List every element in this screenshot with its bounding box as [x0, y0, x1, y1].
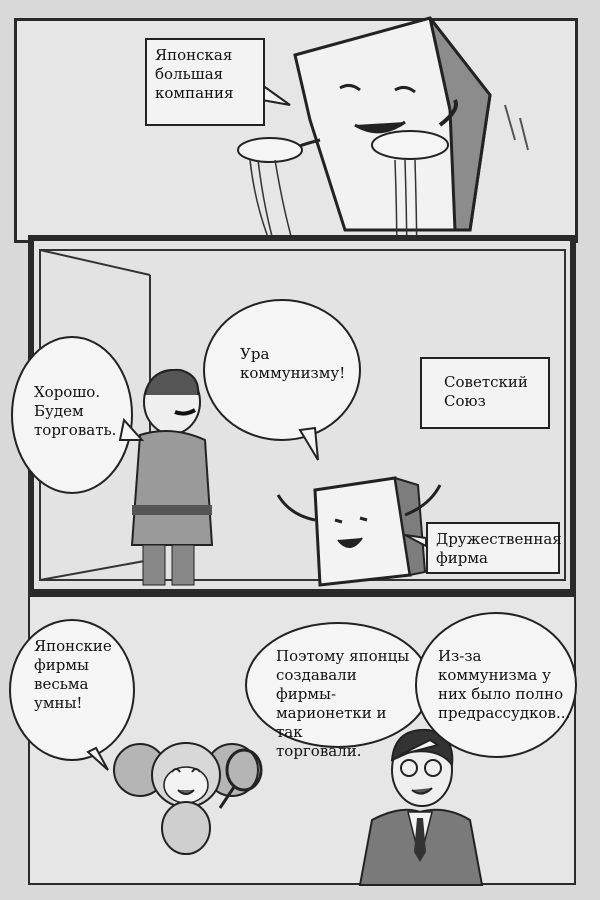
bubble-line: создавали фирмы- — [276, 666, 357, 703]
caption-line: Японская — [155, 46, 233, 64]
bubble-prejudice-text: Из-за коммунизма у них было полно предра… — [438, 647, 573, 723]
japanese-company-character — [237, 16, 492, 232]
bubble-line: Будем — [34, 402, 84, 420]
tennis-racket-icon — [225, 748, 263, 792]
bubble-line: них было полно — [438, 685, 564, 703]
bubble-line: весьма — [34, 675, 89, 693]
caption-soviet-union: Советский Союз — [420, 357, 550, 429]
caption-line: компания — [155, 84, 234, 102]
bubble-ura-text: Ура коммунизму! — [240, 345, 370, 383]
caption-line: Союз — [444, 392, 486, 410]
bubble-line: коммунизма у — [438, 666, 551, 684]
bubble-puppet-text: Поэтому японцы создавали фирмы- марионет… — [276, 647, 416, 761]
bubble-smart-shape — [9, 619, 135, 761]
bubble-line: торговали. — [276, 742, 362, 760]
bubble-line: Хорошо. — [34, 383, 101, 401]
caption-friendly-firm: Дружественная фирма — [426, 522, 562, 574]
bubble-line: фирмы — [34, 656, 89, 674]
bubble-prejudice-shape — [415, 612, 577, 758]
friendly-firm-character — [276, 476, 442, 587]
bubble-smart-text: Японские фирмы весьма умны! — [34, 637, 134, 713]
bubble-line: торговать. — [34, 421, 117, 439]
bubble-trade-shape — [11, 336, 133, 494]
caption-line: Советский — [444, 373, 528, 391]
bubble-line: Японские — [34, 637, 112, 655]
bubble-line: предрассудков... — [438, 704, 571, 722]
bubble-trade-text: Хорошо. Будем торговать. — [34, 383, 134, 440]
bubble-line: умны! — [34, 694, 83, 712]
bubble-line: Из-за — [438, 647, 482, 665]
bubble-line: коммунизму! — [240, 364, 346, 382]
japanese-man-character — [358, 728, 484, 886]
caption-japanese-company: Японская большая компания — [145, 38, 265, 126]
bubble-ura-shape — [203, 299, 361, 441]
bubble-line: марионетки и так — [276, 704, 387, 741]
glasses-icon — [400, 759, 418, 777]
mascot-character — [113, 742, 263, 855]
bubble-line: Поэтому японцы — [276, 647, 410, 665]
caption-line: большая — [155, 65, 224, 83]
caption-line: фирма — [436, 549, 488, 567]
caption-line: Дружественная — [436, 530, 562, 548]
soviet-man-character — [130, 368, 214, 586]
bubble-line: Ура — [240, 345, 270, 363]
